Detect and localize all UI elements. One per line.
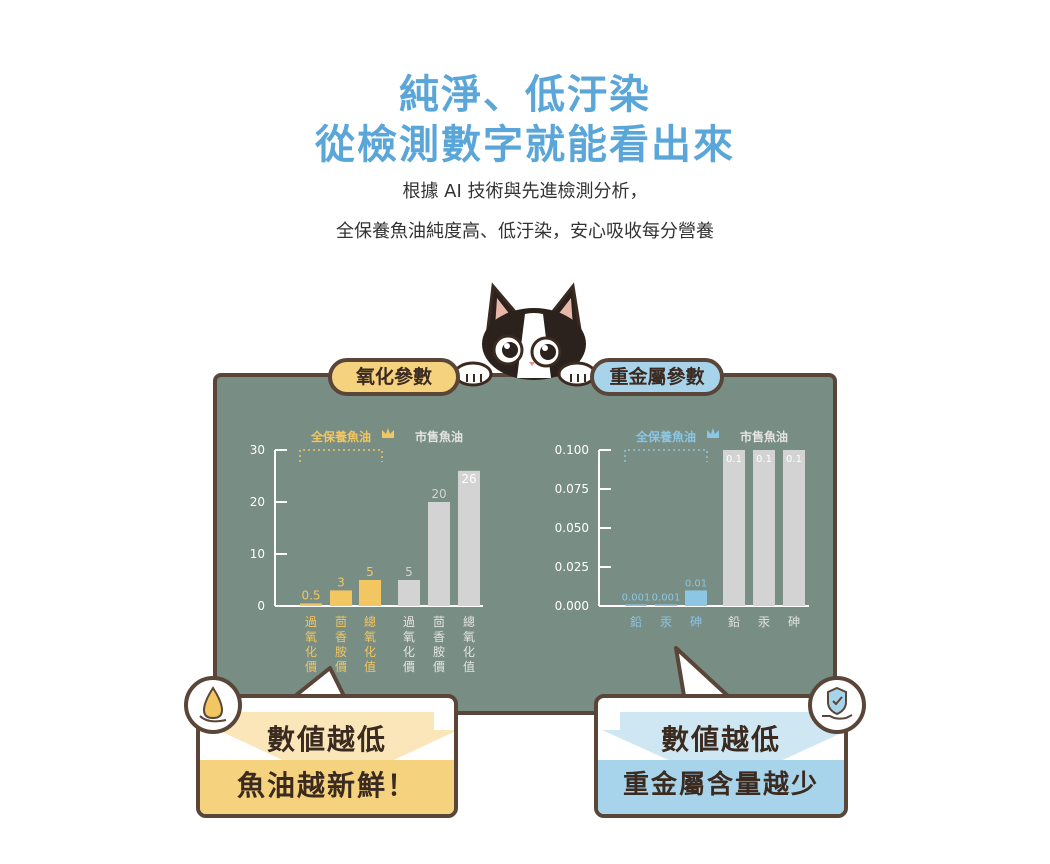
y-tick-label: 10 (250, 547, 265, 561)
bar-value-label: 0.1 (726, 454, 742, 465)
y-tick-label: 0.025 (555, 560, 589, 574)
category-label-char: 價 (305, 660, 317, 674)
category-label-char: 值 (463, 659, 475, 674)
bar-value-label: 0.5 (301, 588, 320, 602)
bar (753, 450, 775, 606)
category-label-char: 汞 (660, 615, 672, 629)
category-label-char: 價 (335, 660, 347, 674)
bar-value-label: 0.1 (786, 454, 802, 465)
y-tick-label: 0.100 (555, 443, 589, 457)
category-label-char: 鉛 (630, 615, 642, 629)
bar-value-label: 5 (405, 565, 413, 579)
bar-value-label: 5 (366, 565, 374, 579)
y-tick-label: 0.075 (555, 482, 589, 496)
category-label-char: 砷 (690, 615, 702, 629)
legend-label: 全保養魚油 (635, 429, 696, 444)
bar (625, 604, 647, 606)
category-label-char: 過 (305, 615, 317, 629)
y-tick-label: 0.050 (555, 521, 589, 535)
bar (300, 603, 322, 606)
category-label-char: 化 (403, 645, 415, 659)
charts-svg: 0102030全保養魚油市售魚油0.5過氧化價3茴香胺價5總氧化值5過氧化價20… (250, 428, 809, 674)
shield-hand-icon-glyph (822, 686, 853, 720)
category-label-char: 過 (403, 615, 415, 629)
subtitle-line2: 全保養魚油純度高、低汙染，安心吸收每分營養 (336, 221, 714, 242)
bar (723, 450, 745, 606)
bar (783, 450, 805, 606)
bar-value-label: 0.001 (652, 592, 681, 603)
oil-drop-icon-glyph (199, 686, 227, 723)
oxidation-chart: 0102030全保養魚油市售魚油0.5過氧化價3茴香胺價5總氧化值5過氧化價20… (250, 428, 483, 674)
bar (398, 580, 420, 606)
crown-icon (707, 428, 719, 438)
category-label-char: 砷 (788, 615, 800, 629)
category-label-char: 總 (463, 614, 475, 629)
category-label-char: 價 (403, 660, 415, 674)
y-tick-label: 20 (250, 495, 265, 509)
category-label-char: 茴 (433, 615, 445, 629)
heavy-metal-tag: 重金屬參數 (590, 358, 724, 396)
category-label-char: 化 (305, 645, 317, 659)
category-label-char: 鉛 (728, 615, 740, 629)
page-title-line2: 從檢測數字就能看出來 (315, 122, 735, 168)
bar (330, 590, 352, 606)
category-label-char: 茴 (335, 615, 347, 629)
category-label-char: 氧 (463, 630, 475, 644)
left-callout-background (200, 712, 454, 814)
category-label-char: 化 (463, 645, 475, 659)
cat-illustration (455, 282, 597, 387)
bar-value-label: 0.01 (685, 578, 707, 589)
category-label-char: 胺 (433, 645, 445, 659)
category-label-char: 總 (364, 614, 376, 629)
y-tick-label: 0.000 (555, 599, 589, 613)
left-callout-line1: 數値越低 (266, 723, 387, 756)
category-label-char: 香 (433, 630, 445, 644)
bar-value-label: 0.1 (756, 454, 772, 465)
right-callout: 數値越低 重金屬含量越少 (594, 694, 848, 818)
legend-label: 市售魚油 (415, 429, 463, 444)
category-label-char: 汞 (758, 615, 770, 629)
bar (428, 502, 450, 606)
legend-label: 全保養魚油 (310, 429, 371, 444)
heavy-metal-chart: 0.000 0.025 0.050 0.075 0.100 全保養魚油 市售魚油 0.001 鉛… (555, 428, 809, 629)
right-callout-line1: 數値越低 (660, 723, 781, 756)
right-callout-pointer (674, 646, 730, 698)
bar-value-label: 0.001 (622, 592, 651, 603)
category-label-char: 氧 (403, 630, 415, 644)
y-tick-label: 0 (257, 599, 265, 613)
right-callout-background (598, 712, 844, 814)
bar (655, 604, 677, 606)
bar (458, 470, 480, 606)
left-callout-pointer (288, 666, 348, 700)
shield-hand-icon (808, 676, 866, 734)
bar-value-label: 26 (461, 472, 476, 486)
oil-drop-icon (184, 676, 242, 734)
crown-icon (382, 428, 394, 438)
category-label-char: 值 (364, 659, 376, 674)
bar-value-label: 20 (431, 487, 446, 501)
right-callout-line2: 重金屬含量越少 (622, 770, 819, 800)
category-label-char: 胺 (335, 645, 347, 659)
legend-bracket (624, 449, 708, 462)
legend-label: 市售魚油 (740, 429, 788, 444)
legend-bracket (299, 449, 383, 462)
bar (685, 590, 707, 606)
subtitle-line1: 根據 AI 技術與先進檢測分析， (402, 181, 648, 202)
bar-value-label: 3 (337, 575, 345, 589)
category-label-char: 價 (433, 660, 445, 674)
oxidation-tag: 氧化參數 (328, 358, 460, 396)
left-callout-line2: 魚油越新鮮！ (236, 769, 417, 802)
category-label-char: 氧 (305, 630, 317, 644)
category-label-char: 香 (335, 630, 347, 644)
bar (359, 580, 381, 606)
category-label-char: 化 (364, 645, 376, 659)
y-tick-label: 30 (250, 443, 265, 457)
page-title-line1: 純淨、低汙染 (399, 72, 651, 118)
category-label-char: 氧 (364, 630, 376, 644)
